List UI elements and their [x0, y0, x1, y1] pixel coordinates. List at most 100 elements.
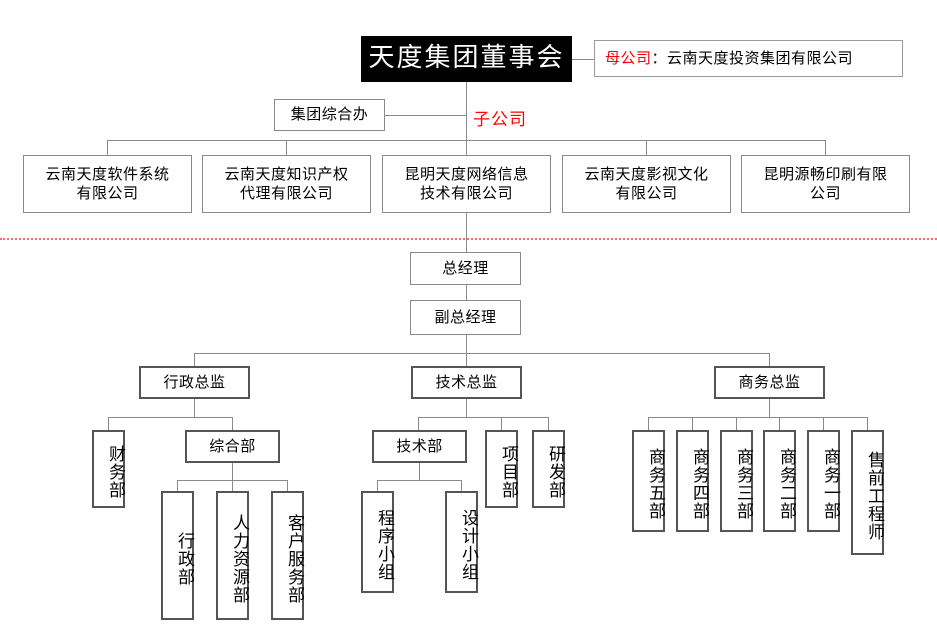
connector-director-bus [194, 353, 769, 354]
rd-department-box[interactable]: 研发部 [532, 430, 565, 508]
connector-root-to-parent-note [572, 59, 594, 60]
connector-director-drop-2 [466, 353, 467, 366]
connector-business-bus [648, 417, 867, 418]
connector-tech-dept-bus [377, 480, 461, 481]
programming-team-box[interactable]: 程序小组 [361, 491, 394, 593]
hr-department-label: 人力资源部 [229, 513, 249, 604]
general-affairs-department-box[interactable]: 综合部 [185, 430, 280, 463]
project-department-box[interactable]: 项目部 [485, 430, 518, 508]
subsidiary-label-1: 云南天度软件系统 有限公司 [45, 164, 170, 202]
rd-department-label: 研发部 [545, 445, 565, 499]
connector-business-drop-6 [867, 417, 868, 430]
board-of-directors-label: 天度集团董事会 [368, 43, 565, 74]
finance-department-label: 财务部 [105, 445, 125, 499]
hr-department-box[interactable]: 人力资源部 [216, 491, 249, 620]
connector-tech-drop-2 [501, 417, 502, 430]
general-affairs-department-label: 综合部 [209, 436, 256, 455]
subsidiary-label-3: 昆明天度网络信息 技术有限公司 [404, 164, 529, 202]
connector-admin-trunk [194, 399, 195, 417]
connector-subsidiary-drop-2 [286, 140, 287, 155]
subsidiary-label-2: 云南天度知识产权 代理有限公司 [224, 164, 349, 202]
general-manager-box[interactable]: 总经理 [410, 252, 521, 285]
connector-dgm-trunk [466, 335, 467, 353]
connector-root-trunk [466, 82, 467, 140]
design-team-box[interactable]: 设计小组 [445, 491, 478, 593]
business-unit-1-box[interactable]: 商务一部 [807, 430, 840, 532]
director-label-tech: 技术总监 [435, 372, 498, 391]
director-box-business[interactable]: 商务总监 [714, 366, 825, 399]
connector-director-drop-3 [769, 353, 770, 366]
director-label-admin: 行政总监 [163, 372, 226, 391]
parent-company-tag: 母公司 [605, 48, 652, 67]
parent-company-note: 母公司：云南天度投资集团有限公司 [594, 40, 903, 77]
connector-tech-dept-trunk [419, 463, 420, 480]
business-unit-5-label: 商务五部 [645, 448, 665, 520]
connector-admin-bus [108, 417, 232, 418]
subsidiary-label-4: 云南天度影视文化 有限公司 [584, 164, 709, 202]
business-unit-3-box[interactable]: 商务三部 [720, 430, 753, 532]
connector-subsidiary-drop-3 [466, 140, 467, 155]
director-box-admin[interactable]: 行政总监 [139, 366, 250, 399]
connector-tech-bus [418, 417, 548, 418]
connector-tech-trunk [466, 399, 467, 417]
business-unit-3-label: 商务三部 [733, 448, 753, 520]
connector-tech-child-drop-1 [377, 480, 378, 491]
parent-company-name: 云南天度投资集团有限公司 [667, 48, 854, 67]
subsidiary-label-5: 昆明源畅印刷有限 公司 [763, 164, 888, 202]
parent-company-separator: ： [651, 48, 668, 67]
parent-company-text: 母公司：云南天度投资集团有限公司 [605, 49, 853, 68]
business-unit-2-box[interactable]: 商务二部 [763, 430, 796, 532]
programming-team-label: 程序小组 [374, 509, 394, 581]
connector-business-drop-2 [692, 417, 693, 430]
business-unit-4-label: 商务四部 [689, 448, 709, 520]
subsidiary-box-2[interactable]: 云南天度知识产权 代理有限公司 [202, 155, 371, 213]
connector-admin-child-drop-3 [287, 480, 288, 491]
section-divider [0, 238, 937, 240]
customer-service-department-box[interactable]: 客户服务部 [271, 491, 304, 620]
connector-tech-drop-1 [418, 417, 419, 430]
connector-general-affairs-trunk [232, 463, 233, 480]
connector-subsidiary-drop-1 [107, 140, 108, 155]
subsidiary-box-1[interactable]: 云南天度软件系统 有限公司 [23, 155, 192, 213]
general-manager-label: 总经理 [442, 258, 489, 277]
subsidiary-section-label: 子公司 [473, 110, 527, 130]
tech-department-box[interactable]: 技术部 [372, 430, 467, 463]
business-unit-5-box[interactable]: 商务五部 [632, 430, 665, 532]
presales-engineer-box[interactable]: 售前工程师 [851, 430, 884, 555]
connector-admin-drop-finance [108, 417, 109, 430]
board-of-directors-box[interactable]: 天度集团董事会 [361, 36, 572, 82]
business-unit-2-label: 商务二部 [776, 448, 796, 520]
customer-service-department-label: 客户服务部 [284, 513, 304, 604]
director-box-tech[interactable]: 技术总监 [411, 366, 522, 399]
group-office-label: 集团综合办 [290, 105, 369, 124]
business-unit-1-label: 商务一部 [820, 448, 840, 520]
project-department-label: 项目部 [498, 445, 518, 499]
director-label-business: 商务总监 [738, 372, 801, 391]
finance-department-box[interactable]: 财务部 [92, 430, 125, 508]
connector-tech-child-drop-2 [461, 480, 462, 491]
connector-business-drop-4 [779, 417, 780, 430]
connector-to-general-manager [466, 213, 467, 252]
subsidiary-box-5[interactable]: 昆明源畅印刷有限 公司 [741, 155, 910, 213]
connector-business-trunk [769, 399, 770, 417]
tech-department-label: 技术部 [396, 436, 443, 455]
connector-admin-child-drop-2 [232, 480, 233, 491]
connector-admin-drop-general [232, 417, 233, 430]
administration-department-box[interactable]: 行政部 [161, 491, 194, 620]
connector-admin-child-drop-1 [177, 480, 178, 491]
subsidiary-box-3[interactable]: 昆明天度网络信息 技术有限公司 [382, 155, 551, 213]
subsidiary-box-4[interactable]: 云南天度影视文化 有限公司 [562, 155, 731, 213]
connector-director-drop-1 [194, 353, 195, 366]
administration-department-label: 行政部 [174, 531, 194, 586]
connector-business-drop-5 [823, 417, 824, 430]
group-office-box[interactable]: 集团综合办 [274, 99, 385, 131]
connector-business-drop-3 [736, 417, 737, 430]
connector-gm-to-dgm [466, 285, 467, 300]
connector-subsidiary-drop-5 [825, 140, 826, 155]
connector-business-drop-1 [648, 417, 649, 430]
connector-tech-drop-3 [548, 417, 549, 430]
business-unit-4-box[interactable]: 商务四部 [676, 430, 709, 532]
connector-group-office-to-trunk [385, 115, 466, 116]
deputy-general-manager-box[interactable]: 副总经理 [410, 300, 521, 335]
